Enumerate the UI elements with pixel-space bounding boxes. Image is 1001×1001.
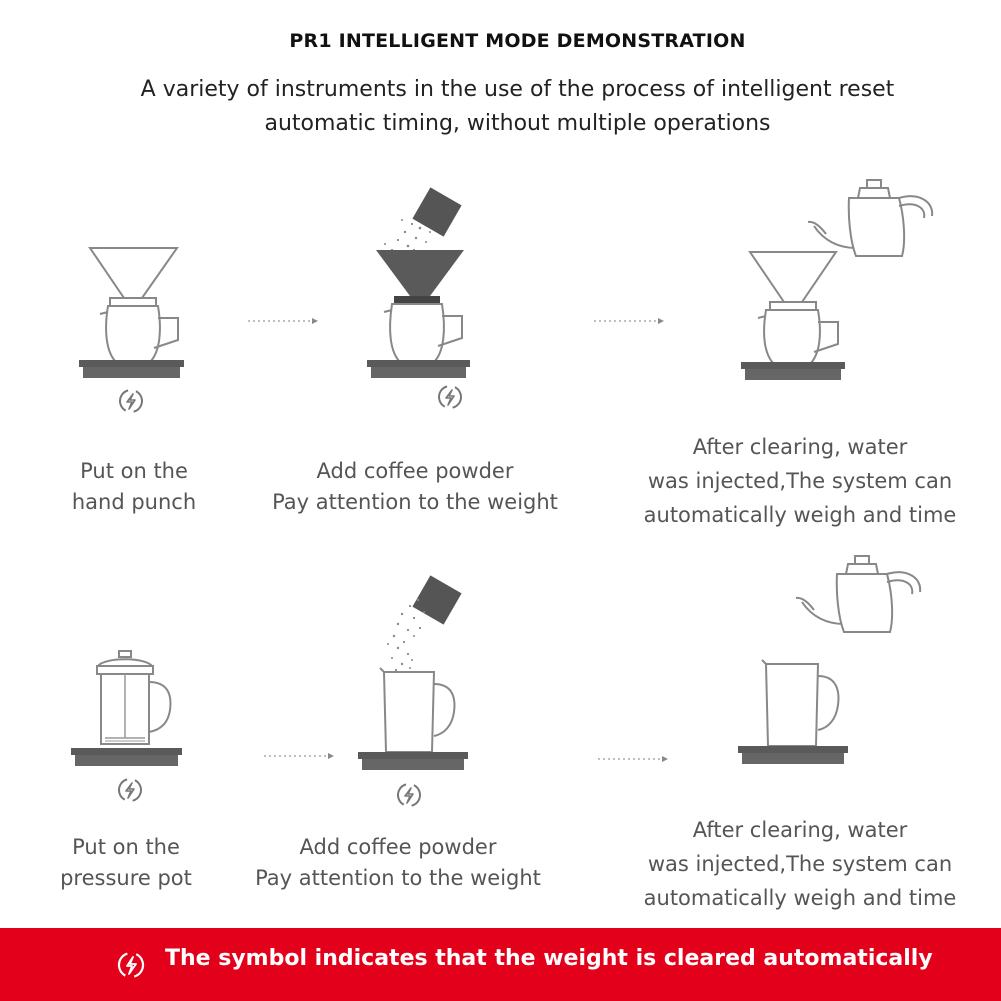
row1-step3-caption: After clearing, water was injected,The s… xyxy=(620,430,980,532)
caption-line: Add coffee powder xyxy=(299,835,497,859)
caption-line: automatically weigh and time xyxy=(643,503,957,527)
caption-line: After clearing, water xyxy=(692,818,908,842)
illustration-canvas xyxy=(71,179,934,812)
caption-line: Pay attention to the weight xyxy=(272,490,558,514)
page-subtitle: A variety of instruments in the use of t… xyxy=(0,73,1001,141)
row1-step3-water-illustration xyxy=(741,179,934,380)
caption-line: was injected,The system can xyxy=(647,469,953,493)
footer-text: The symbol indicates that the weight is … xyxy=(165,946,933,971)
footer-banner: The symbol indicates that the weight is … xyxy=(0,928,1001,1001)
row1-step1-pour-over-illustration xyxy=(79,247,184,418)
caption-line: Put on the xyxy=(80,459,188,483)
row1-step2-add-powder-illustration xyxy=(367,187,470,414)
scale-base xyxy=(83,367,180,378)
row1-arrow-2 xyxy=(593,317,665,325)
caption-line: hand punch xyxy=(71,490,197,514)
row2-arrow-2 xyxy=(597,755,669,763)
caption-line: Pay attention to the weight xyxy=(255,866,541,890)
caption-line: Put on the xyxy=(72,835,180,859)
page-title: PR1 INTELLIGENT MODE DEMONSTRATION xyxy=(289,30,746,52)
row2-step1-caption: Put on the pressure pot xyxy=(26,832,226,894)
subtitle-line-2: automatic timing, without multiple opera… xyxy=(264,111,771,136)
kettle-icon xyxy=(807,179,934,257)
row2-step3-water-illustration xyxy=(738,555,922,764)
row2-step2-add-powder-illustration xyxy=(358,575,468,812)
row2-step1-pressure-pot-illustration xyxy=(71,650,182,807)
caption-line: Add coffee powder xyxy=(316,459,514,483)
auto-clear-icon xyxy=(114,384,148,418)
caption-line: pressure pot xyxy=(60,866,192,890)
row2-step3-caption: After clearing, water was injected,The s… xyxy=(620,813,980,915)
row1-step1-caption: Put on the hand punch xyxy=(34,456,234,518)
row1-arrow-1 xyxy=(247,317,319,325)
caption-line: automatically weigh and time xyxy=(643,886,957,910)
caption-line: After clearing, water xyxy=(692,435,908,459)
row2-step2-caption: Add coffee powder Pay attention to the w… xyxy=(233,832,563,894)
subtitle-line-1: A variety of instruments in the use of t… xyxy=(140,77,895,102)
caption-line: was injected,The system can xyxy=(647,852,953,876)
row2-arrow-1 xyxy=(263,752,335,760)
auto-clear-icon xyxy=(117,951,145,979)
row1-step2-caption: Add coffee powder Pay attention to the w… xyxy=(250,456,580,518)
scale-top xyxy=(79,360,184,367)
